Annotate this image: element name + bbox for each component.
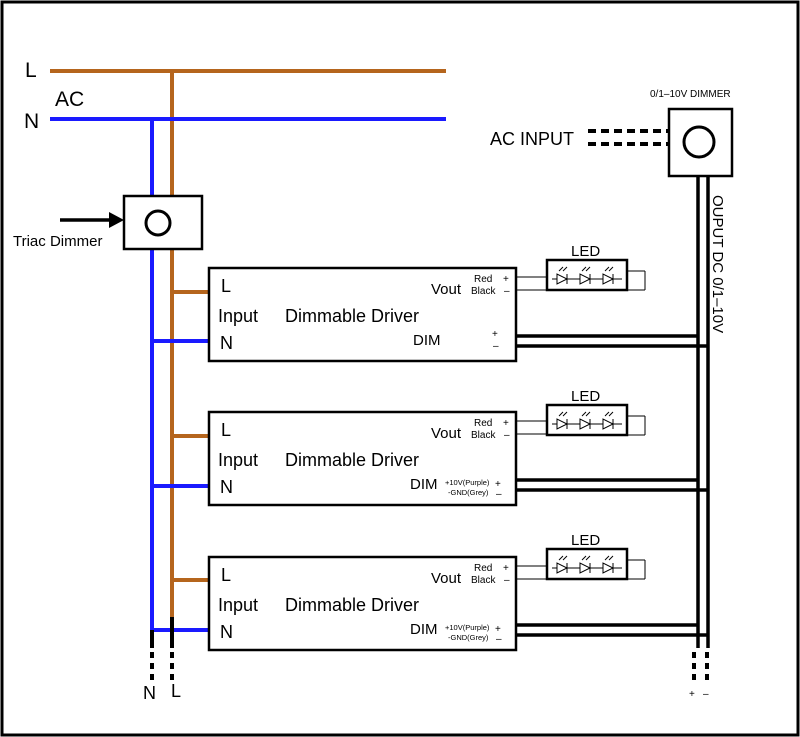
dimmer-title: 0/1–10V DIMMER: [650, 89, 731, 100]
led-diode-icon: [579, 273, 592, 285]
led-label: LED: [571, 243, 600, 260]
driver-box: [207, 410, 518, 507]
live-wires: [50, 69, 446, 617]
vout-plus-sign: +: [503, 274, 509, 285]
neutral-wires: [50, 117, 446, 632]
driver-dim-minus: –: [493, 341, 499, 352]
led-diode-icon: [556, 273, 569, 285]
triac-knob-icon: [144, 209, 172, 237]
triac-label: Triac Dimmer: [13, 233, 102, 250]
led-module: LED: [545, 532, 646, 581]
led-module: LED: [545, 388, 646, 437]
dim-minus-sign: –: [496, 634, 502, 645]
driver-dim-plus: +: [492, 329, 498, 340]
driver-input-l-label: L: [221, 565, 231, 585]
driver-dim-plus: +10V(Purple): [445, 623, 490, 632]
bottom-l-label: L: [171, 681, 181, 701]
vout-minus-sign: –: [504, 430, 510, 441]
driver-input-l-label: L: [221, 276, 231, 296]
dimmer-output-label: OUPUT DC 0/1–10V: [709, 195, 726, 333]
driver-black-label: Black: [471, 575, 496, 586]
dimmer-unit: 0/1–10V DIMMER AC INPUT + – OUPUT DC 0/1…: [490, 89, 734, 700]
dim-minus-sign: –: [496, 489, 502, 500]
led-diode-icon: [579, 418, 592, 430]
driver-input-l-label: L: [221, 420, 231, 440]
vout-minus-sign: –: [504, 286, 510, 297]
driver-input-label: Input: [218, 450, 258, 470]
dim-plus-sign: +: [495, 624, 501, 635]
driver-input-label: Input: [218, 306, 258, 326]
led-diode-icon: [602, 273, 615, 285]
led-diode-icon: [556, 562, 569, 574]
driver-name: Dimmable Driver: [285, 595, 419, 615]
bottom-continuations: [150, 617, 174, 648]
driver-dim-plus: +10V(Purple): [445, 478, 490, 487]
driver-red-label: Red: [474, 563, 492, 574]
led-diode-icon: [579, 562, 592, 574]
driver-box: [207, 266, 518, 363]
driver-dim-label: DIM: [410, 476, 438, 493]
led-diode-icon: [602, 562, 615, 574]
ac-input-label: AC INPUT: [490, 129, 574, 149]
led-diode-icon: [556, 418, 569, 430]
driver-vout-label: Vout: [431, 281, 462, 298]
driver-input-n-label: N: [220, 477, 233, 497]
driver-red-label: Red: [474, 418, 492, 429]
driver-red-label: Red: [474, 274, 492, 285]
vout-plus-sign: +: [503, 418, 509, 429]
driver-name: Dimmable Driver: [285, 306, 419, 326]
driver-input-label: Input: [218, 595, 258, 615]
arrow-right-icon: [109, 212, 124, 228]
driver-dim-label: DIM: [413, 332, 441, 349]
driver-name: Dimmable Driver: [285, 450, 419, 470]
bottom-n-label: N: [143, 683, 156, 703]
vout-plus-sign: +: [503, 563, 509, 574]
neutral-label: N: [24, 110, 39, 133]
live-label: L: [25, 59, 37, 82]
driver-dim-minus: -GND(Grey): [448, 488, 489, 497]
driver-dim-minus: -GND(Grey): [448, 633, 489, 642]
driver-black-label: Black: [471, 430, 496, 441]
driver-dim-label: DIM: [410, 621, 438, 638]
led-diode-icon: [602, 418, 615, 430]
led-label: LED: [571, 388, 600, 405]
led-module: LED: [545, 243, 646, 292]
ac-label: AC: [55, 88, 84, 111]
output-plus-label: +: [689, 689, 695, 700]
bottom-dashes: [150, 652, 174, 682]
dimmer-knob-icon: [682, 125, 716, 159]
vout-minus-sign: –: [504, 575, 510, 586]
driver-input-n-label: N: [220, 333, 233, 353]
triac-dimmer: Triac Dimmer: [13, 194, 204, 251]
driver-black-label: Black: [471, 286, 496, 297]
dim-plus-sign: +: [495, 479, 501, 490]
driver-input-n-label: N: [220, 622, 233, 642]
driver-box: [207, 555, 518, 652]
driver-vout-label: Vout: [431, 425, 462, 442]
driver-vout-label: Vout: [431, 570, 462, 587]
output-minus-label: –: [703, 689, 709, 700]
led-label: LED: [571, 532, 600, 549]
